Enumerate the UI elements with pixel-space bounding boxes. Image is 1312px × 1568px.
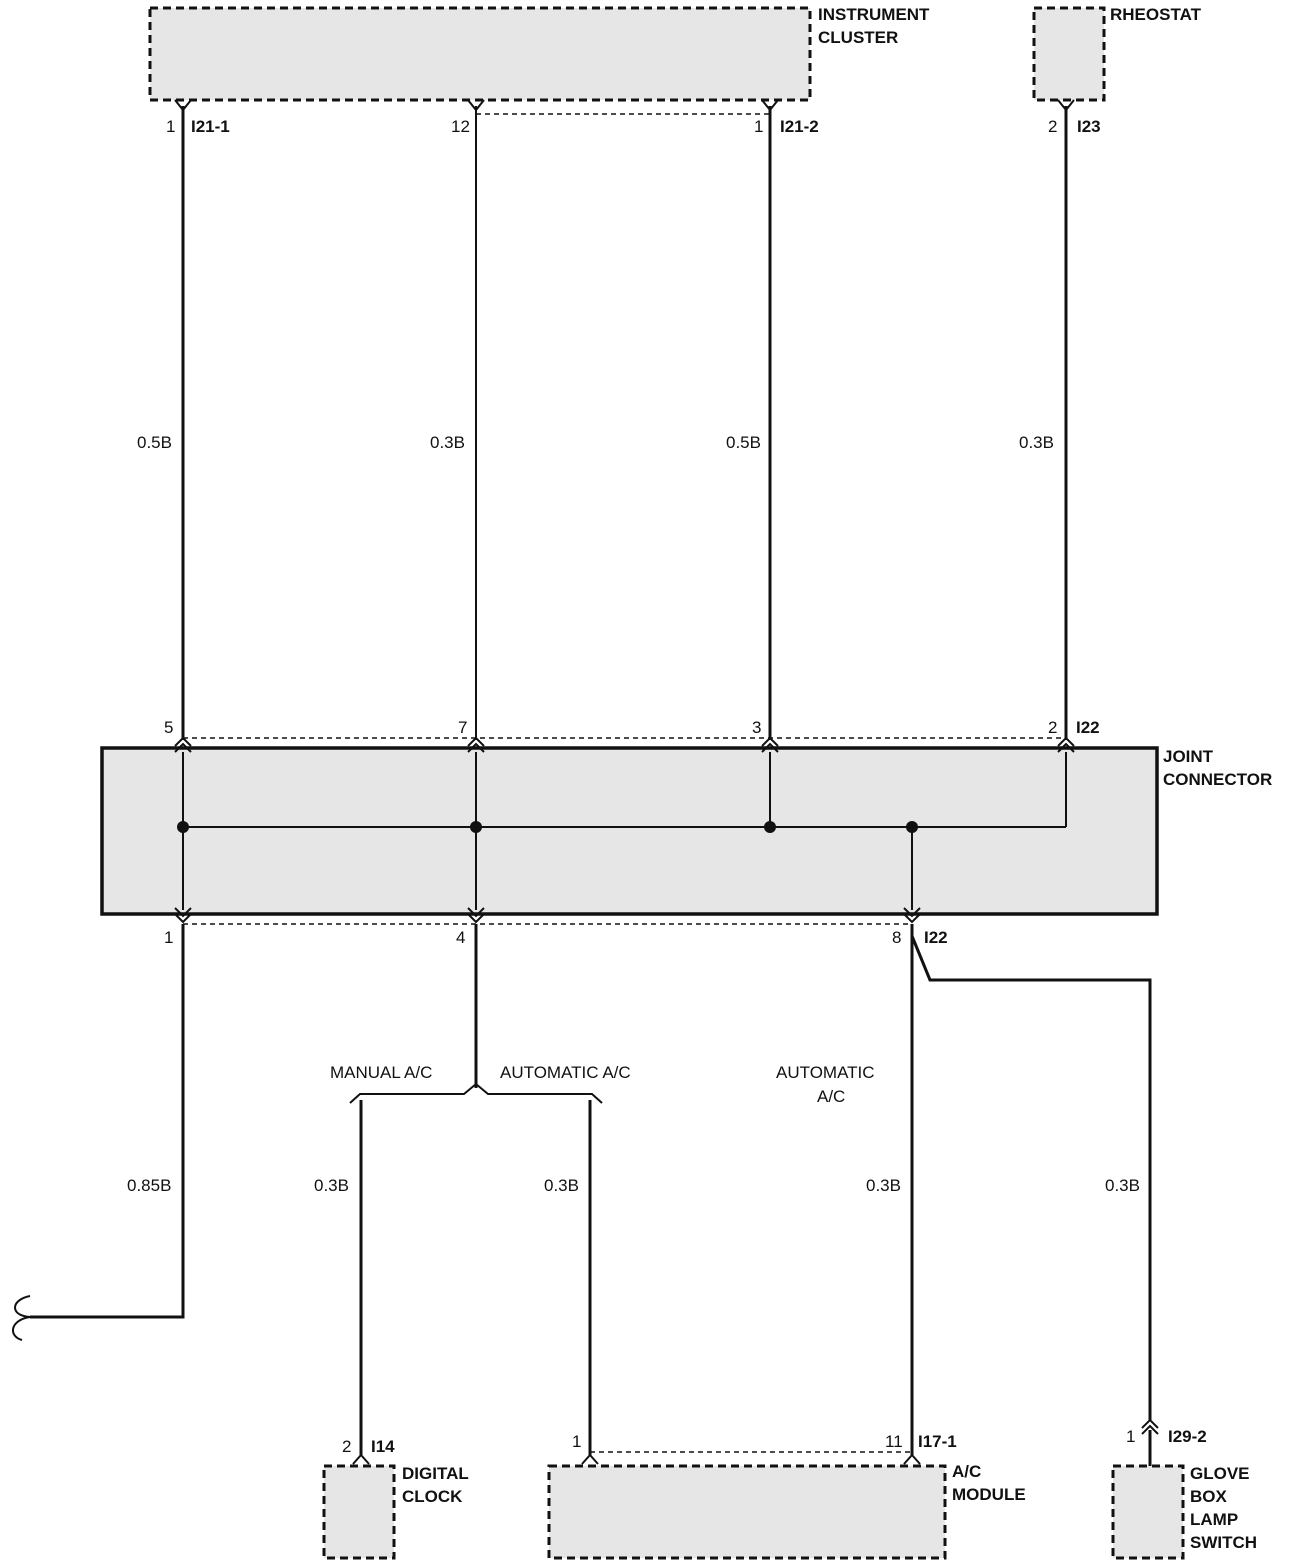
- instrument-cluster-box: [148, 6, 812, 102]
- conn-symbol-jc-5: [174, 736, 192, 753]
- conn-symbol-ic2-1: [761, 99, 779, 112]
- ac-module-box: [547, 1464, 947, 1560]
- splice-dot-1: [177, 821, 189, 833]
- wire-size-1: 0.5B: [137, 433, 172, 452]
- conn-symbol-acm-1: [581, 1453, 599, 1465]
- option-manual-ac: MANUAL A/C: [330, 1063, 432, 1082]
- option-automatic-ac: AUTOMATIC A/C: [500, 1063, 631, 1082]
- splice-dot-2: [470, 821, 482, 833]
- wire-size-5: 0.85B: [127, 1176, 171, 1195]
- splice-dot-4: [906, 821, 918, 833]
- conn-symbol-jc-3: [761, 736, 779, 753]
- joint-connector-box: [100, 746, 1159, 916]
- joint-connector-label-2: CONNECTOR: [1163, 770, 1272, 789]
- wire-size-8: 0.3B: [866, 1176, 901, 1195]
- pin-dc-2: 2: [342, 1437, 351, 1456]
- option-automatic-ac-2-line2: A/C: [817, 1087, 845, 1106]
- pin-rh-2: 2: [1048, 117, 1057, 136]
- pin-ic2-1: 1: [754, 117, 763, 136]
- conn-symbol-ic-1: [174, 99, 192, 112]
- conn-symbol-jc-1: [174, 907, 192, 924]
- digital-clock-label-1: DIGITAL: [402, 1464, 469, 1483]
- pin-jc-5: 5: [164, 718, 173, 737]
- pin-jc-8: 8: [892, 928, 901, 947]
- conn-symbol-jc-4: [467, 907, 485, 924]
- conn-symbol-dc-2: [352, 1453, 370, 1465]
- connector-i22-bottom: I22: [924, 928, 948, 947]
- ac-module-label-1: A/C: [952, 1462, 981, 1481]
- wire-size-3: 0.5B: [726, 433, 761, 452]
- conn-symbol-ic-12: [467, 99, 485, 112]
- joint-connector-label-1: JOINT: [1163, 747, 1214, 766]
- pin-jc-4: 4: [456, 928, 465, 947]
- wire-size-2: 0.3B: [430, 433, 465, 452]
- instrument-cluster-label-2: CLUSTER: [818, 28, 898, 47]
- conn-symbol-rh-2: [1057, 99, 1075, 112]
- pin-acm-1: 1: [572, 1432, 581, 1451]
- wire-glove-box: [910, 935, 1152, 1420]
- pin-jc-2: 2: [1048, 718, 1057, 737]
- conn-symbol-jc-7: [467, 736, 485, 753]
- splice-dot-3: [764, 821, 776, 833]
- digital-clock-box: [322, 1464, 396, 1560]
- connector-i23: I23: [1077, 117, 1101, 136]
- pin-acm-11: 11: [885, 1432, 903, 1451]
- glove-box-label-2: BOX: [1190, 1487, 1228, 1506]
- wire-ground: [30, 924, 185, 1319]
- conn-symbol-acm-11: [903, 1453, 921, 1465]
- wire-size-4: 0.3B: [1019, 433, 1054, 452]
- rheostat-label: RHEOSTAT: [1110, 5, 1202, 24]
- conn-symbol-jc-2: [1057, 736, 1075, 753]
- option-branch-brace: [349, 1082, 603, 1104]
- pin-gb-1: 1: [1126, 1427, 1135, 1446]
- pin-ic-12: 12: [451, 117, 470, 136]
- glove-box-label-1: GLOVE: [1190, 1464, 1250, 1483]
- pin-jc-7: 7: [458, 718, 467, 737]
- digital-clock-label-2: CLOCK: [402, 1487, 463, 1506]
- connector-i14: I14: [371, 1437, 395, 1456]
- pin-jc-3: 3: [752, 718, 761, 737]
- connector-i21-2: I21-2: [780, 117, 819, 136]
- connector-i17-1: I17-1: [918, 1432, 957, 1451]
- pin-ic-1: 1: [166, 117, 175, 136]
- rheostat-box: [1032, 6, 1106, 102]
- conn-symbol-jc-8: [903, 907, 921, 924]
- wire-size-7: 0.3B: [544, 1176, 579, 1195]
- conn-symbol-gb-1: [1141, 1418, 1159, 1435]
- instrument-cluster-label-1: INSTRUMENT: [818, 5, 930, 24]
- glove-box-label-4: SWITCH: [1190, 1533, 1257, 1552]
- wire-size-9: 0.3B: [1105, 1176, 1140, 1195]
- wire-size-6: 0.3B: [314, 1176, 349, 1195]
- glove-box-lamp-switch-box: [1111, 1464, 1185, 1560]
- pin-jc-1: 1: [164, 928, 173, 947]
- ground-break-symbol: [12, 1295, 31, 1341]
- glove-box-label-3: LAMP: [1190, 1510, 1238, 1529]
- ac-module-label-2: MODULE: [952, 1485, 1026, 1504]
- option-automatic-ac-2-line1: AUTOMATIC: [776, 1063, 875, 1082]
- connector-i29-2: I29-2: [1168, 1427, 1207, 1446]
- connector-i21-1: I21-1: [191, 117, 230, 136]
- connector-i22-top: I22: [1076, 718, 1100, 737]
